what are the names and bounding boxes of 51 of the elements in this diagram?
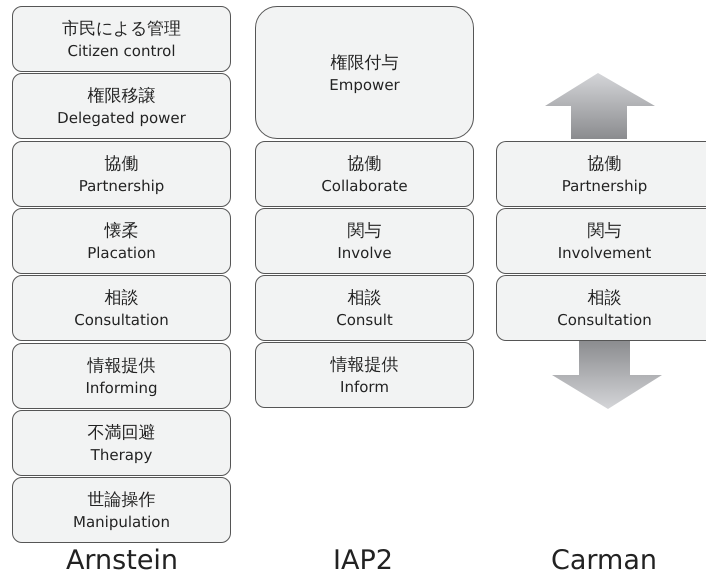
japanese-term: 情報提供 <box>88 354 156 378</box>
level-box <box>255 275 474 342</box>
english-term: Consultation <box>74 310 169 330</box>
japanese-term: 権限付与 <box>330 52 398 74</box>
level-box <box>255 6 474 139</box>
column-heading: Carman <box>551 545 657 576</box>
english-term: Informing <box>85 378 158 398</box>
english-term: Citizen control <box>67 41 176 61</box>
level-box <box>496 208 706 274</box>
level-box <box>12 410 231 476</box>
level-box <box>255 140 474 206</box>
level-box <box>12 208 231 274</box>
japanese-term: 関与 <box>348 220 382 243</box>
japanese-term: 情報提供 <box>330 354 398 378</box>
english-term: Inform <box>340 377 389 398</box>
japanese-term: 権限移譲 <box>88 85 156 108</box>
english-term: Delegated power <box>57 108 186 128</box>
english-term: Partnership <box>562 176 648 196</box>
level-box <box>12 73 231 140</box>
english-term: Collaborate <box>321 176 408 196</box>
level-box <box>255 208 474 274</box>
english-term: Therapy <box>90 444 152 465</box>
english-term: Partnership <box>78 176 164 196</box>
level-box <box>12 477 231 544</box>
level-box <box>496 140 706 206</box>
english-term: Involve <box>337 242 392 263</box>
japanese-term: 世論操作 <box>88 489 156 512</box>
column-heading: IAP2 <box>333 545 393 576</box>
level-box <box>496 275 706 342</box>
japanese-term: 相談 <box>588 287 622 310</box>
japanese-term: 相談 <box>348 287 382 310</box>
english-term: Involvement <box>558 242 652 263</box>
japanese-term: 関与 <box>588 220 622 243</box>
column-heading: Arnstein <box>66 545 178 576</box>
level-box <box>12 275 231 342</box>
english-term: Manipulation <box>73 512 170 532</box>
level-box <box>12 342 231 408</box>
japanese-term: 相談 <box>104 287 138 310</box>
japanese-term: 市民による管理 <box>62 18 181 41</box>
level-box <box>12 140 231 207</box>
english-term: Placation <box>87 242 156 263</box>
japanese-term: 協働 <box>588 152 622 176</box>
japanese-term: 懐柔 <box>104 220 138 243</box>
level-box <box>12 6 231 72</box>
japanese-term: 協働 <box>104 152 138 176</box>
japanese-term: 協働 <box>348 152 382 176</box>
level-box <box>255 342 474 408</box>
english-term: Empower <box>329 74 400 94</box>
japanese-term: 不満回避 <box>88 422 156 445</box>
english-term: Consultation <box>557 310 652 330</box>
english-term: Consult <box>336 310 393 330</box>
